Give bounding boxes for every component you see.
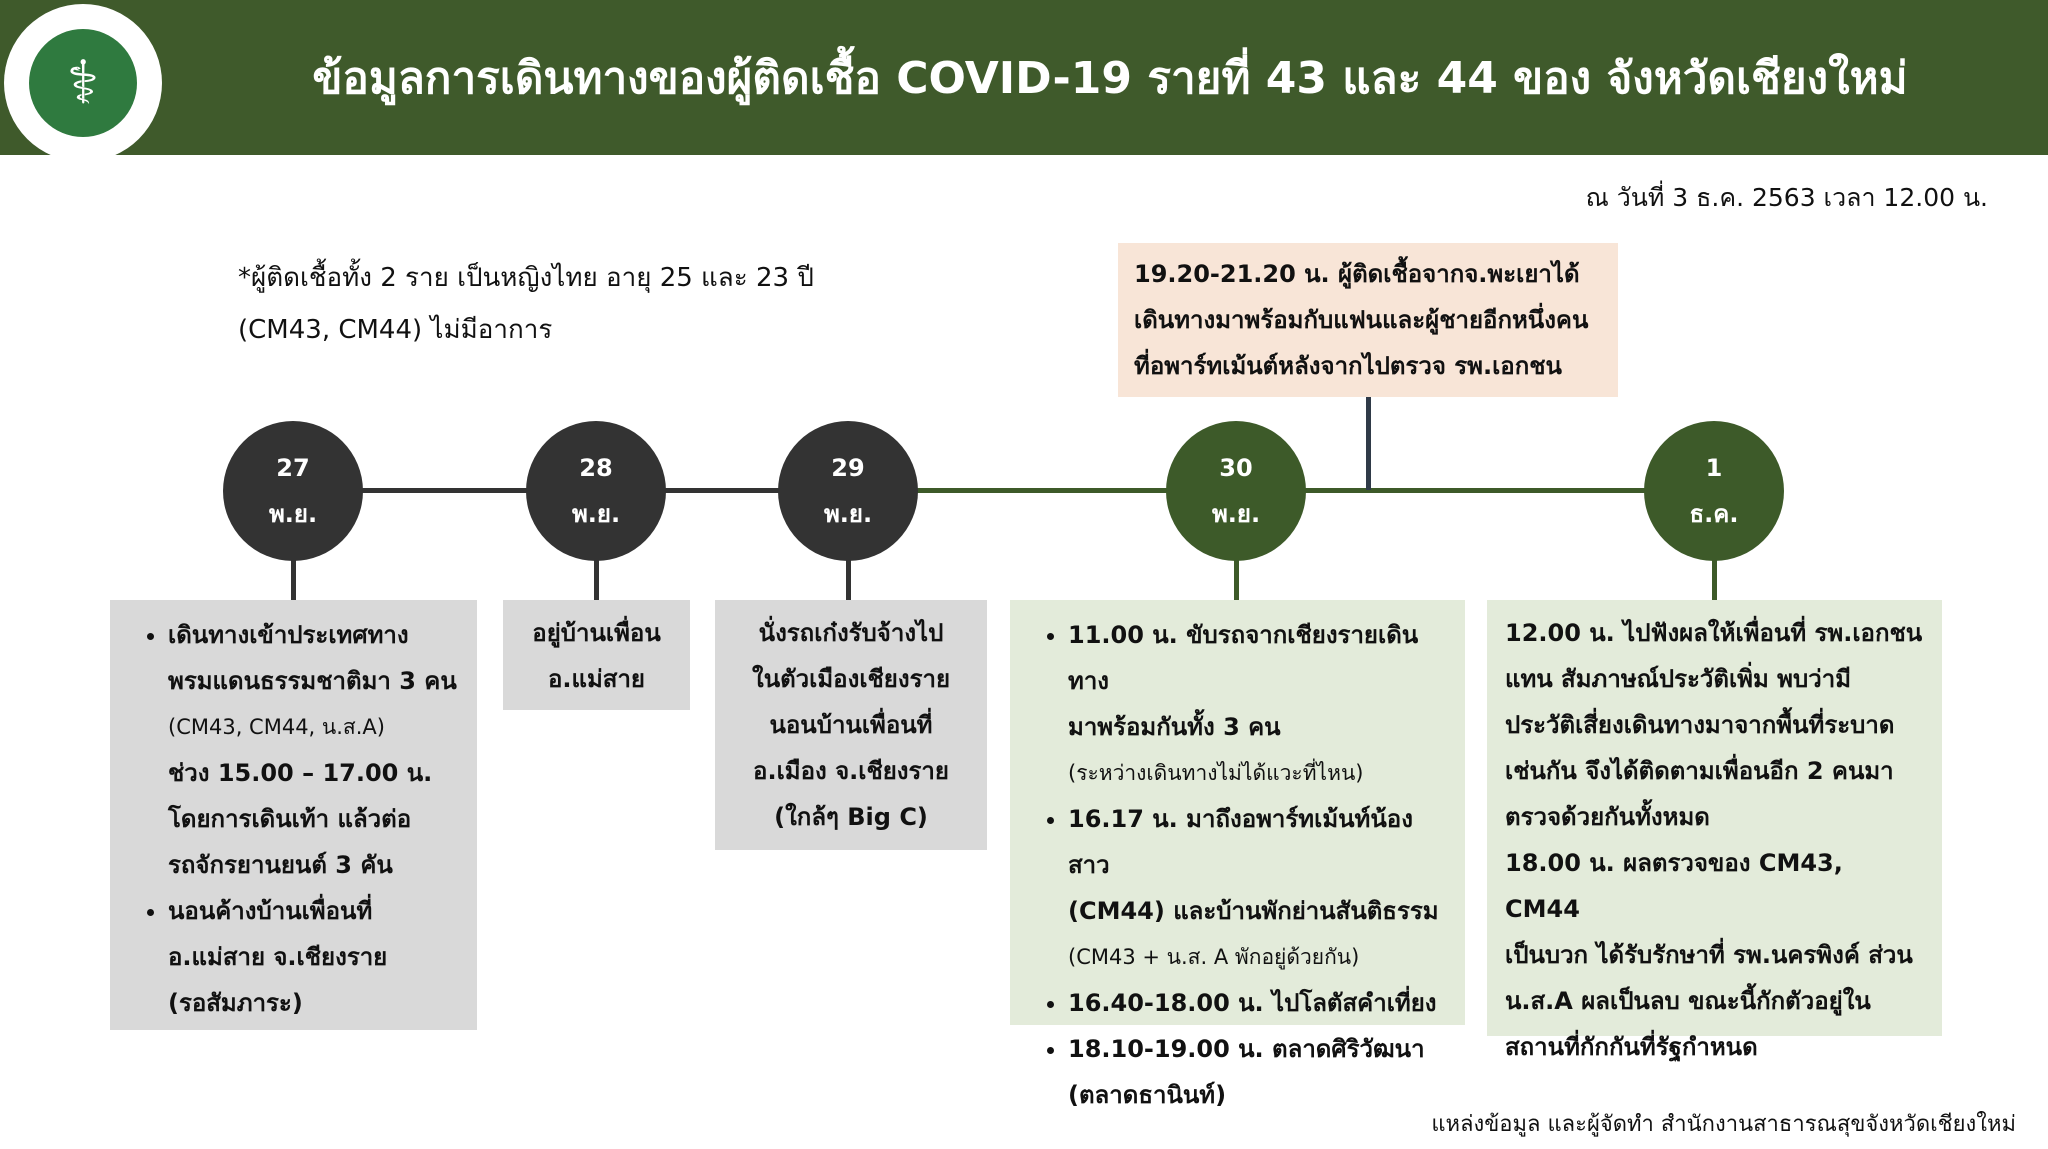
connector: [1234, 555, 1239, 600]
event-line: 16.40-18.00 น. ไปโลตัสคำเที่ยง: [1068, 989, 1437, 1017]
event-line: ตรวจด้วยกันทั้งหมด: [1505, 803, 1710, 831]
event-line: (รอสัมภาระ): [168, 989, 303, 1017]
event-line: มาพร้อมกันทั้ง 3 คน: [1068, 713, 1281, 741]
event-line: เป็นบวก ได้รับรักษาที่ รพ.นครพิงค์ ส่วน: [1505, 941, 1913, 969]
event-line: นอนบ้านเพื่อนที่: [769, 711, 933, 739]
event-box-29: นั่งรถเก๋งรับจ้างไปในตัวเมืองเชียงรายนอน…: [715, 600, 987, 850]
event-line: (ระหว่างเดินทางไม่ได้แวะที่ไหน): [1068, 761, 1364, 785]
event-item: 16.17 น. มาถึงอพาร์ทเม้นท์น้องสาว (CM44) …: [1068, 796, 1445, 980]
event-line: แทน สัมภาษณ์ประวัติเพิ่ม พบว่ามี: [1505, 665, 1852, 693]
event-line: อยู่บ้านเพื่อน: [532, 619, 661, 647]
event-line: (CM43, CM44, น.ส.A): [168, 715, 385, 739]
event-line: ช่วง 15.00 – 17.00 น.: [168, 759, 433, 787]
month: ธ.ค.: [1689, 500, 1739, 528]
caduceus-icon: ⚕: [29, 29, 137, 137]
event-box-30: 11.00 น. ขับรถจากเชียงรายเดินทางมาพร้อมก…: [1010, 600, 1465, 1109]
title-bar: [0, 0, 2048, 155]
date-node-30: 30 พ.ย.: [1166, 421, 1306, 561]
event-item: 11.00 น. ขับรถจากเชียงรายเดินทางมาพร้อมก…: [1068, 612, 1445, 796]
event-line: เช่นกัน จึงได้ติดตามเพื่อนอีก 2 คนมา: [1505, 757, 1894, 785]
event-line: โดยการเดินเท้า แล้วต่อ: [168, 805, 412, 833]
connector: [846, 555, 851, 600]
day: 27: [276, 454, 310, 482]
date-node-28: 28 พ.ย.: [526, 421, 666, 561]
day: 1: [1705, 454, 1723, 482]
event-line: 18.10-19.00 น. ตลาดศิริวัฒนา: [1068, 1035, 1425, 1063]
date-stamp: ณ วันที่ 3 ธ.ค. 2563 เวลา 12.00 น.: [1585, 183, 1988, 212]
connector: [1712, 555, 1717, 600]
callout-box: 19.20-21.20 น. ผู้ติดเชื้อจากจ.พะเยาได้ …: [1118, 243, 1618, 397]
event-item: 16.40-18.00 น. ไปโลตัสคำเที่ยง: [1068, 980, 1445, 1026]
event-line: เดินทางเข้าประเทศทาง: [168, 621, 409, 649]
event-line: ในตัวเมืองเชียงราย: [751, 665, 951, 693]
month: พ.ย.: [571, 500, 621, 528]
callout-line: ที่อพาร์ทเม้นต์หลังจากไปตรวจ รพ.เอกชน: [1134, 352, 1562, 380]
callout-line: 19.20-21.20 น. ผู้ติดเชื้อจากจ.พะเยาได้: [1134, 260, 1580, 288]
event-line: นอนค้างบ้านเพื่อนที่: [168, 897, 373, 925]
date-node-27: 27 พ.ย.: [223, 421, 363, 561]
month: พ.ย.: [268, 500, 318, 528]
event-line: 11.00 น. ขับรถจากเชียงรายเดินทาง: [1068, 621, 1419, 695]
event-line: ประวัติเสี่ยงเดินทางมาจากพื้นที่ระบาด: [1505, 711, 1895, 739]
date-node-29: 29 พ.ย.: [778, 421, 918, 561]
day: 30: [1219, 454, 1253, 482]
day: 28: [579, 454, 613, 482]
event-line: (ตลาดธานินท์): [1068, 1081, 1227, 1109]
event-line: 18.00 น. ผลตรวจของ CM43, CM44: [1505, 849, 1843, 923]
event-line: น.ส.A ผลเป็นลบ ขณะนี้กักตัวอยู่ใน: [1505, 987, 1871, 1015]
event-line: (CM43 + น.ส. A พักอยู่ด้วยกัน): [1068, 945, 1360, 969]
event-line: อ.แม่สาย จ.เชียงราย: [168, 943, 388, 971]
event-line: 16.17 น. มาถึงอพาร์ทเม้นท์น้องสาว: [1068, 805, 1413, 879]
event-line: อ.เมือง จ.เชียงราย: [753, 757, 949, 785]
event-box-1: 12.00 น. ไปฟังผลให้เพื่อนที่ รพ.เอกชนแทน…: [1487, 600, 1942, 1061]
source-credit: แหล่งข้อมูล และผู้จัดทำ สำนักงานสาธารณสุ…: [1431, 1112, 2016, 1137]
callout-connector: [1366, 397, 1371, 490]
event-item: นอนค้างบ้านเพื่อนที่อ.แม่สาย จ.เชียงราย (…: [168, 888, 457, 1026]
event-line: พรมแดนธรรมชาติมา 3 คน: [168, 667, 457, 695]
month: พ.ย.: [1211, 500, 1261, 528]
event-line: สถานที่กักกันที่รัฐกำหนด: [1505, 1033, 1758, 1061]
event-line: 12.00 น. ไปฟังผลให้เพื่อนที่ รพ.เอกชน: [1505, 619, 1923, 647]
event-box-28: อยู่บ้านเพื่อนอ.แม่สาย: [503, 600, 690, 710]
event-item: 18.10-19.00 น. ตลาดศิริวัฒนา (ตลาดธานินท์…: [1068, 1026, 1445, 1118]
event-line: (ใกล้ๆ Big C): [774, 803, 928, 831]
note-line: (CM43, CM44) ไม่มีอาการ: [238, 315, 553, 345]
callout-line: เดินทางมาพร้อมกับแฟนและผู้ชายอีกหนึ่งคน: [1134, 306, 1589, 334]
connector: [594, 555, 599, 600]
event-line: (CM44) และบ้านพักย่านสันติธรรม: [1068, 897, 1439, 925]
page-title: ข้อมูลการเดินทางของผู้ติดเชื้อ COVID-19 …: [312, 52, 1908, 104]
note-line: *ผู้ติดเชื้อทั้ง 2 ราย เป็นหญิงไทย อายุ …: [238, 263, 814, 293]
event-line: อ.แม่สาย: [547, 665, 645, 693]
date-node-1: 1 ธ.ค.: [1644, 421, 1784, 561]
patient-note: *ผู้ติดเชื้อทั้ง 2 ราย เป็นหญิงไทย อายุ …: [238, 252, 814, 356]
ministry-logo: ⚕: [4, 4, 162, 162]
event-line: นั่งรถเก๋งรับจ้างไป: [758, 619, 944, 647]
connector: [291, 555, 296, 600]
event-line: รถจักรยานยนต์ 3 คัน: [168, 851, 393, 879]
month: พ.ย.: [823, 500, 873, 528]
day: 29: [831, 454, 865, 482]
